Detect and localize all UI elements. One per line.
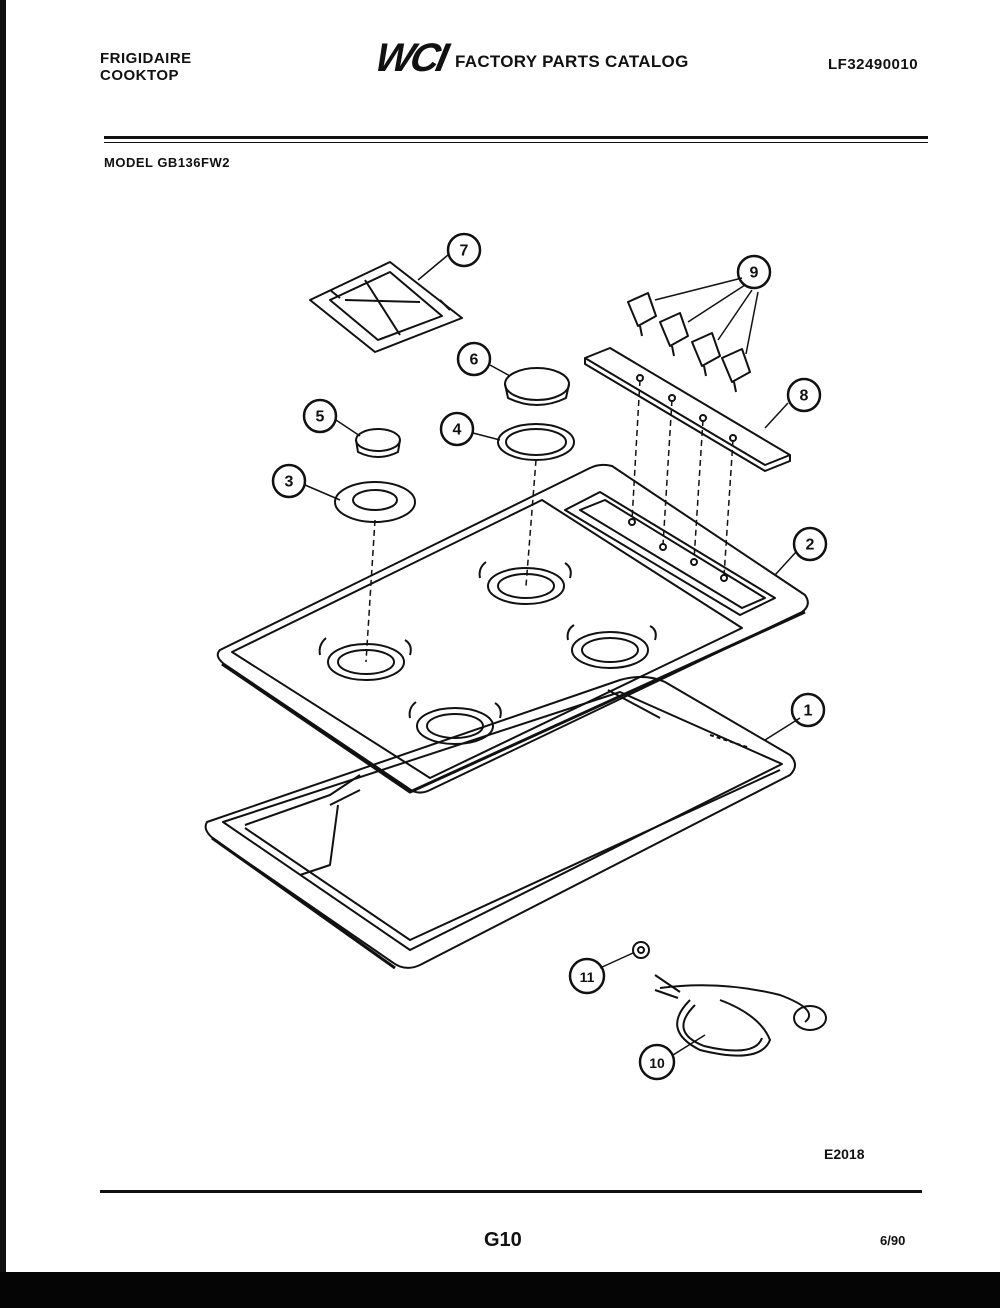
part-4-burner-ring	[497, 423, 575, 461]
callout-11: 11	[580, 969, 595, 985]
catalog-date: 6/90	[880, 1233, 906, 1248]
brand-block: FRIGIDAIRE COOKTOP	[100, 50, 192, 84]
callout-circles	[271, 232, 828, 1081]
scan-edge	[0, 0, 6, 1272]
callout-9: 9	[750, 265, 759, 282]
leader-lines	[304, 254, 801, 1056]
callout-3: 3	[285, 474, 294, 491]
part-1-base-pan	[204, 676, 796, 970]
part-5-burner-cap	[355, 428, 401, 458]
catalog-code: LF32490010	[828, 56, 919, 73]
header-rule	[104, 136, 928, 139]
callout-4: 4	[453, 422, 462, 439]
callout-7: 7	[460, 243, 469, 260]
part-8-control-panel	[584, 347, 791, 472]
part-9-control-knobs	[627, 292, 751, 393]
header-rule-thin	[104, 142, 928, 143]
callout-10: 10	[649, 1055, 665, 1071]
brand-name: FRIGIDAIRE	[100, 50, 192, 67]
callout-2: 2	[806, 537, 815, 554]
alignment-lines	[365, 379, 734, 663]
callout-1: 1	[804, 703, 813, 720]
scan-bottom-band	[0, 1272, 1000, 1308]
catalog-title: FACTORY PARTS CATALOG	[455, 52, 689, 71]
model-label: MODEL GB136FW2	[104, 155, 230, 170]
part-2-cooktop-top	[216, 463, 809, 794]
product-type: COOKTOP	[100, 67, 180, 84]
part-11-grommet	[632, 941, 650, 959]
callout-6: 6	[470, 352, 479, 369]
footer-rule	[100, 1190, 922, 1193]
callout-8: 8	[800, 388, 809, 405]
diagram-code: E2018	[824, 1146, 865, 1162]
page-number: G10	[484, 1229, 522, 1251]
part-3-burner-ring	[334, 481, 416, 523]
part-10-power-cord	[654, 974, 827, 1057]
part-6-burner-cap	[504, 367, 570, 406]
part-7-grate	[309, 261, 463, 353]
callout-5: 5	[316, 409, 325, 426]
